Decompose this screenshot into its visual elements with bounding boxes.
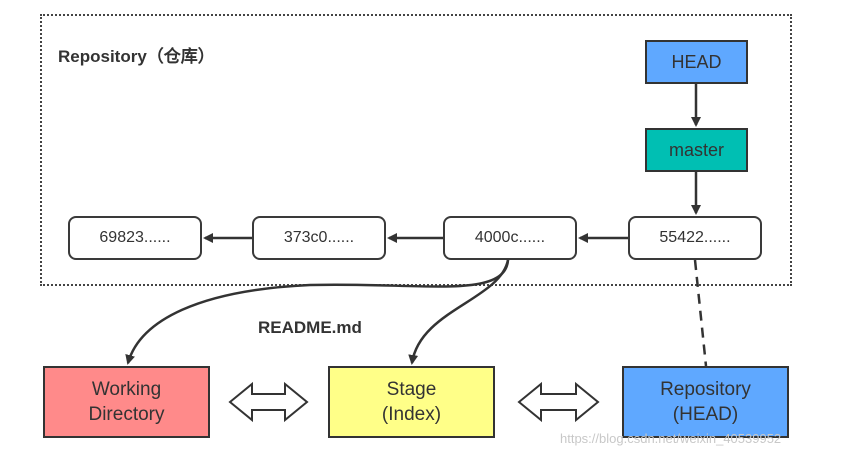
repository-head-line1: Repository [660,379,751,400]
stage-index-box: Stage (Index) [328,366,495,438]
dashed-link-commit-to-repository-head [693,259,708,367]
checkout-curve-to-stage [408,259,510,365]
working-directory-line1: Working [91,379,162,400]
double-arrow-wd-stage [228,381,309,423]
stage-line2: (Index) [381,404,442,425]
commit-node-373c0: 373c0...... [252,216,386,260]
working-directory-box: Working Directory [43,366,210,438]
repository-head-box: Repository (HEAD) [622,366,789,438]
repository-title: Repository（仓库） [58,47,215,66]
readme-file-label: README.md [258,318,362,337]
commit-node-4000c: 4000c...... [443,216,577,260]
watermark-text: https://blog.csdn.net/weixin_40539952 [560,431,782,446]
stage-line1: Stage [386,379,437,400]
repository-head-line2: (HEAD) [672,404,739,425]
double-arrow-stage-repo [517,381,600,423]
commit-node-55422: 55422...... [628,216,762,260]
master-branch-box: master [645,128,748,172]
head-ref-box: HEAD [645,40,748,84]
checkout-curve-to-working-directory [125,259,510,365]
working-directory-line2: Directory [88,404,165,425]
commit-node-69823: 69823...... [68,216,202,260]
